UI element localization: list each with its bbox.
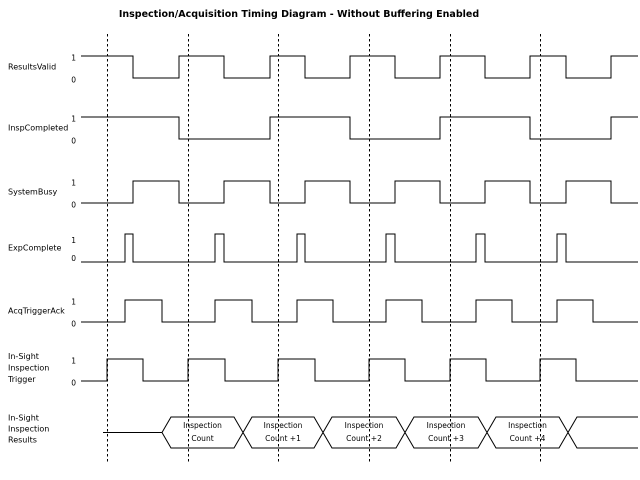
bus-segment-label: Count +2	[346, 434, 382, 443]
signal-label: Inspection	[8, 364, 49, 373]
level-zero-label: 0	[71, 76, 76, 85]
level-one-label: 1	[71, 298, 76, 307]
waveform-ResultsValid	[81, 55, 638, 79]
signal-row-SystemBusy: SystemBusy 1 0	[8, 179, 638, 210]
bus-segment	[322, 416, 406, 449]
signal-row-ExpComplete: ExpComplete 1 0	[8, 233, 638, 263]
signal-row-ResultsValid: ResultsValid 1 0	[8, 54, 638, 85]
waveform-InSightInspectionTrigger	[81, 358, 638, 382]
dashed-gridlines	[107, 34, 541, 463]
bus-segment	[161, 416, 244, 449]
bus-segment-label: Inspection	[427, 421, 466, 430]
level-zero-label: 0	[71, 137, 76, 146]
signal-label: Results	[8, 436, 37, 445]
bus-segment	[242, 416, 324, 449]
diagram-title: Inspection/Acquisition Timing Diagram - …	[118, 9, 480, 20]
signal-label: ExpComplete	[8, 244, 62, 253]
waveform-AcqTriggerAck	[81, 299, 638, 323]
bus-segment	[404, 416, 488, 449]
bus-segment-label: Inspection	[264, 421, 303, 430]
level-zero-label: 0	[71, 320, 76, 329]
level-one-label: 1	[71, 179, 76, 188]
level-zero-label: 0	[71, 201, 76, 210]
bus-segment-label: Count +4	[510, 434, 546, 443]
level-zero-label: 0	[71, 254, 76, 263]
level-one-label: 1	[71, 357, 76, 366]
level-one-label: 1	[71, 236, 76, 245]
bus-segment-label: Inspection	[508, 421, 547, 430]
bus-segment-label: Count +1	[265, 434, 301, 443]
signal-label: SystemBusy	[8, 188, 58, 197]
signal-label: ResultsValid	[8, 63, 56, 72]
bus-segment-label: Inspection	[345, 421, 384, 430]
signal-row-AcqTriggerAck: AcqTriggerAck 1 0	[8, 298, 638, 329]
bus-segment	[486, 416, 569, 449]
bus-segment-label: Count +3	[428, 434, 464, 443]
signal-label: In-Sight	[8, 352, 39, 361]
bus-segment-label: Inspection	[183, 421, 222, 430]
level-one-label: 1	[71, 115, 76, 124]
waveform-ExpComplete	[81, 233, 638, 263]
signal-label: Inspection	[8, 425, 49, 434]
signal-label: In-Sight	[8, 414, 39, 423]
bus-segment	[567, 416, 638, 449]
bus-segment-label: Count	[191, 434, 213, 443]
waveform-InspCompleted	[81, 116, 638, 140]
waveform-SystemBusy	[81, 180, 638, 204]
signal-label: InspCompleted	[8, 124, 68, 133]
signal-label: AcqTriggerAck	[8, 307, 65, 316]
signal-label: Trigger	[7, 375, 36, 384]
level-zero-label: 0	[71, 379, 76, 388]
level-one-label: 1	[71, 54, 76, 63]
